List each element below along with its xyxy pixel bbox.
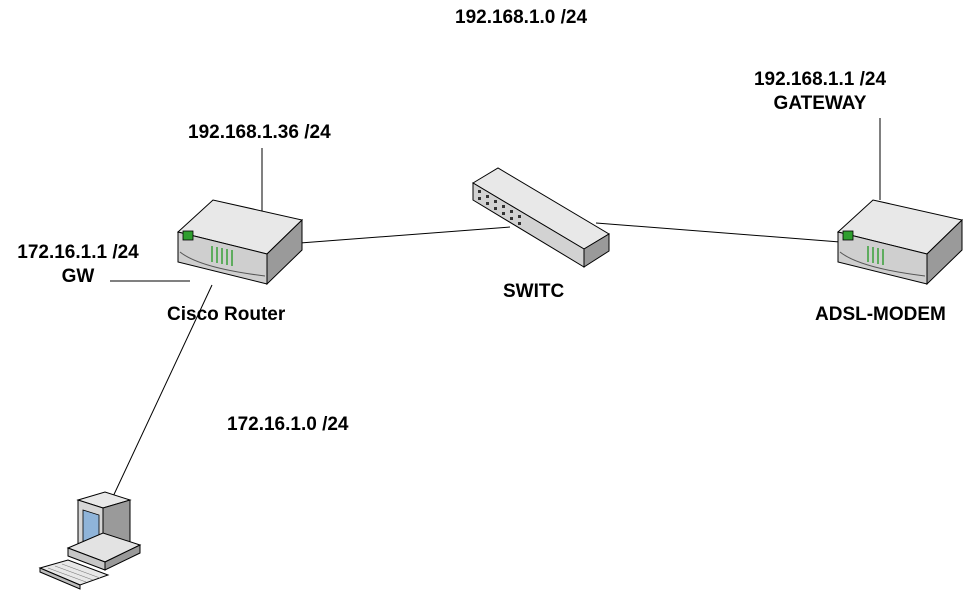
router-lan-address-block: 172.16.1.1 /24 GW xyxy=(0,241,156,289)
inner-subnet-label: 172.16.1.0 /24 xyxy=(227,414,349,435)
router-name-label: Cisco Router xyxy=(167,304,286,325)
connections xyxy=(109,118,881,504)
modem-icon xyxy=(836,199,964,286)
router-computer-link xyxy=(109,284,213,504)
router-lan-role-label: GW xyxy=(61,266,95,287)
computer-icon xyxy=(38,491,142,590)
router-icon xyxy=(176,199,304,286)
modem-name-label: ADSL-MODEM xyxy=(815,304,946,325)
router-wan-ip-label: 192.168.1.36 /24 xyxy=(188,122,331,143)
switch-name-label: SWITC xyxy=(503,281,565,302)
modem-address-block: 192.168.1.1 /24 GATEWAY xyxy=(720,68,920,116)
switch-icon xyxy=(472,167,610,268)
router-lan-ip-label: 172.16.1.1 /24 xyxy=(17,242,139,263)
switch-modem-link xyxy=(595,222,841,243)
lan-subnet-label: 192.168.1.0 /24 xyxy=(455,7,588,28)
modem-ip-label: 192.168.1.1 /24 xyxy=(753,69,887,90)
router-switch-link xyxy=(299,226,511,244)
modem-role-label: GATEWAY xyxy=(773,93,867,114)
